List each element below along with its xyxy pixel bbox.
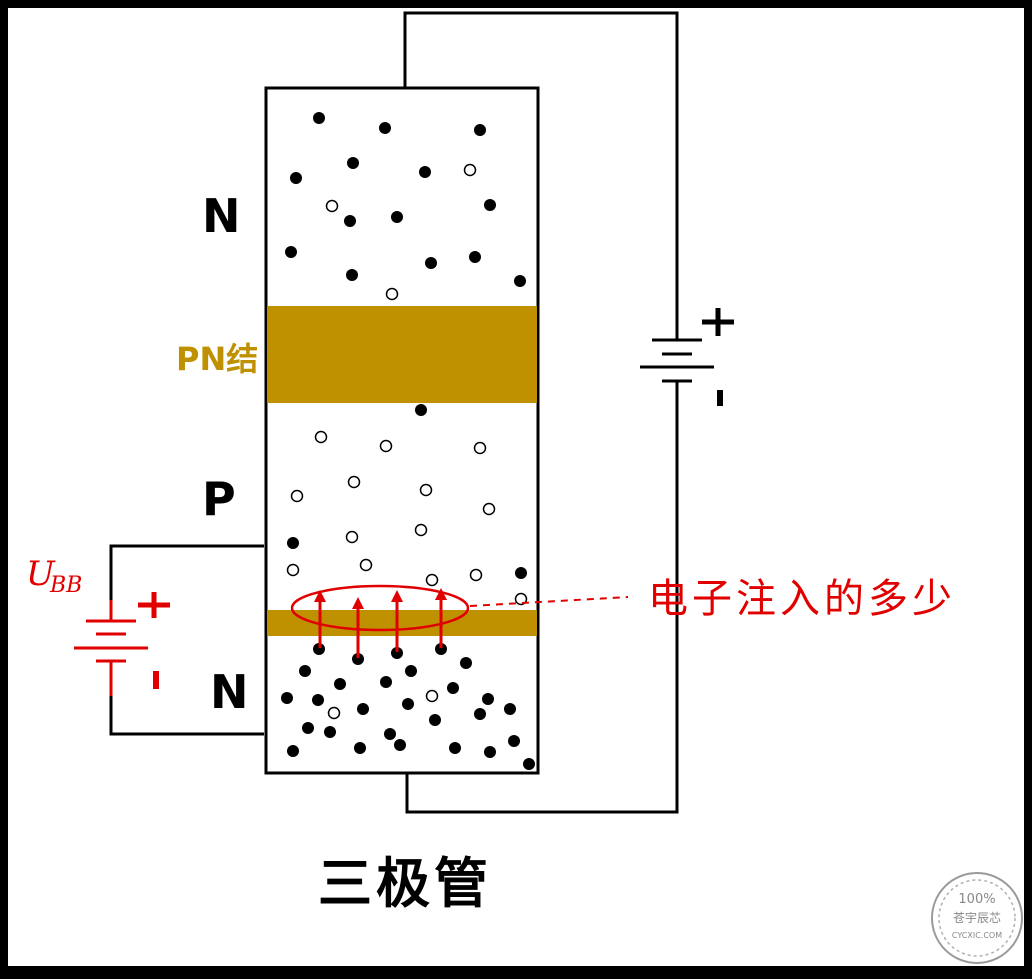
electron-dot [405, 665, 417, 677]
electron-dot [344, 215, 356, 227]
electron-dot [287, 537, 299, 549]
stamp-site: CYCXIC.COM [952, 931, 1002, 940]
electron-dot [391, 647, 403, 659]
electron-dot [482, 693, 494, 705]
pn-junction-band [267, 306, 537, 403]
electron-dot [299, 665, 311, 677]
electron-dot [313, 643, 325, 655]
electron-dot [484, 746, 496, 758]
hole-circle [419, 483, 433, 497]
electron-dot [508, 735, 520, 747]
hole-circle [514, 592, 528, 606]
hole-circle [314, 430, 328, 444]
electron-dot [484, 199, 496, 211]
stamp-percent: 100% [958, 892, 995, 907]
ubb-label-main: U [26, 554, 56, 594]
pn-junction-label: PN结 [176, 340, 258, 378]
p-region-label: P [202, 472, 236, 526]
electron-dot [281, 692, 293, 704]
annotation-text: 电子注入的多少 [648, 576, 956, 622]
electron-dot [460, 657, 472, 669]
charge-carriers [281, 112, 535, 770]
electron-dot [354, 742, 366, 754]
base-circuit [109, 544, 264, 736]
hole-circle [286, 563, 300, 577]
hole-circle [469, 568, 483, 582]
collector-battery [640, 308, 734, 406]
electron-dot [290, 172, 302, 184]
hole-circle [290, 489, 304, 503]
hole-circle [482, 502, 496, 516]
base-wire-bottom [109, 696, 264, 736]
emitter-junction-band [267, 610, 537, 636]
electron-dot [346, 269, 358, 281]
hole-circle [327, 706, 341, 720]
injection-arrow [352, 597, 364, 658]
ubb-label-subscript: BB [49, 573, 82, 598]
electron-dot [324, 726, 336, 738]
diagram-title: 三极管 [318, 851, 492, 915]
injection-arrow [391, 590, 403, 652]
electron-dot [302, 722, 314, 734]
hole-circle [379, 439, 393, 453]
electron-dot [419, 166, 431, 178]
electron-dot [435, 643, 447, 655]
electron-dot [415, 404, 427, 416]
electron-dot [469, 251, 481, 263]
top-n-label: N [202, 189, 241, 243]
watermark-stamp: 100% 苍宇辰芯 CYCXIC.COM [931, 872, 1023, 964]
electron-dot [449, 742, 461, 754]
electron-dot [425, 257, 437, 269]
electron-dot [347, 157, 359, 169]
collector-wire-top [403, 11, 679, 308]
stamp-inner-ring [938, 879, 1016, 957]
electron-dot [447, 682, 459, 694]
hole-circle [463, 163, 477, 177]
electron-dot [402, 698, 414, 710]
electron-dot [515, 567, 527, 579]
electron-dot [334, 678, 346, 690]
electron-dot [429, 714, 441, 726]
electron-dot [504, 703, 516, 715]
stamp-name: 苍宇辰芯 [953, 911, 1001, 925]
electron-dot [474, 708, 486, 720]
hole-circle [347, 475, 361, 489]
injection-arrows [314, 588, 447, 658]
electron-dot [379, 122, 391, 134]
electron-dot [514, 275, 526, 287]
electron-dot [394, 739, 406, 751]
stamp-outer-ring [931, 872, 1023, 964]
hole-circle [325, 199, 339, 213]
electron-dot [474, 124, 486, 136]
electron-dot [523, 758, 535, 770]
collector-circuit [403, 11, 679, 814]
hole-circle [385, 287, 399, 301]
bottom-n-label: N [210, 665, 249, 719]
hole-circle [345, 530, 359, 544]
electron-dot [287, 745, 299, 757]
hole-circle [473, 441, 487, 455]
electron-dot [384, 728, 396, 740]
electron-dot [312, 694, 324, 706]
hole-circle [425, 573, 439, 587]
hole-circle [414, 523, 428, 537]
hole-circle [425, 689, 439, 703]
annotation-leader-line [469, 596, 629, 607]
electron-dot [352, 653, 364, 665]
electron-dot [285, 246, 297, 258]
collector-wire-bottom [405, 388, 679, 814]
base-battery [74, 592, 170, 696]
electron-dot [313, 112, 325, 124]
hole-circle [359, 558, 373, 572]
injection-ellipse [290, 584, 470, 632]
electron-dot [391, 211, 403, 223]
electron-dot [357, 703, 369, 715]
electron-dot [380, 676, 392, 688]
base-wire-top [109, 544, 264, 600]
